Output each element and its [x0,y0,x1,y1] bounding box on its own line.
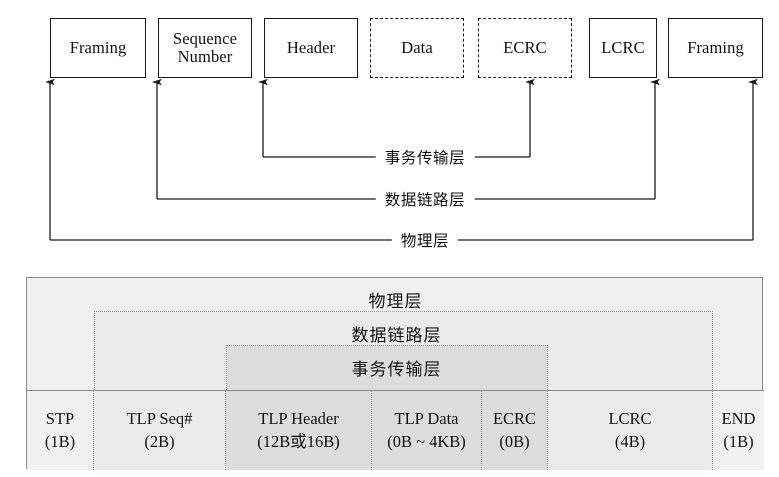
packet-field-label: LCRC [601,37,645,57]
layer-label-transaction: 事务传输层 [351,360,442,379]
packet-field-framing-0: Framing [50,18,146,78]
bracket-label-physical-layer: 物理层 [391,229,459,251]
packet-cell-size: (0B) [499,431,530,451]
packet-cell-name: STP [45,409,75,429]
packet-cell-tlp-data: TLP Data(0B ~ 4KB) [372,391,482,470]
packet-layer-table: 物理层 数据链路层 事务传输层 STP(1B)TLP Seq#(2B)TLP H… [26,277,764,470]
layer-label-data-link: 数据链路层 [351,326,442,345]
packet-cell-name: END [721,409,756,429]
packet-cell-stp: STP(1B) [27,391,94,470]
packet-field-lcrc-5: LCRC [589,18,657,78]
bracket-label-data-link-layer: 数据链路层 [375,188,475,210]
packet-field-label: Header [286,37,336,57]
packet-cell-name: LCRC [608,409,652,429]
packet-cell-name: TLP Data [394,409,459,429]
packet-field-label: Data [401,37,433,57]
packet-cell-size: (1B) [723,431,754,451]
packet-field-ecrc-4: ECRC [478,18,572,78]
bracket-label-transaction-layer: 事务传输层 [375,146,475,168]
packet-cell-name: ECRC [492,409,537,429]
packet-cell-name: TLP Header [258,409,339,429]
packet-cell-ecrc: ECRC(0B) [482,391,548,470]
packet-cell-tlp-header: TLP Header(12B或16B) [226,391,372,470]
packet-cell-lcrc: LCRC(4B) [548,391,713,470]
layer-bracket-overlay [45,78,758,241]
packet-field-label: Framing [687,37,744,57]
packet-field-label: ECRC [503,37,547,57]
packet-cell-size: (2B) [144,431,175,451]
packet-cell-tlp-seq-: TLP Seq#(2B) [94,391,226,470]
packet-cell-size: (1B) [44,431,76,451]
packet-cell-row: STP(1B)TLP Seq#(2B)TLP Header(12B或16B)TL… [27,390,764,470]
packet-cell-size: (4B) [614,431,646,451]
layer-label-physical: 物理层 [368,292,423,311]
packet-cell-size: (0B ~ 4KB) [387,431,466,451]
packet-field-label: Framing [69,37,127,57]
packet-field-header-2: Header [264,18,358,78]
packet-cell-name: TLP Seq# [126,409,193,429]
packet-cell-size: (12B或16B) [257,431,340,451]
packet-cell-end: END(1B) [713,391,764,470]
packet-field-data-3: Data [370,18,464,78]
packet-field-framing-6: Framing [668,18,763,78]
